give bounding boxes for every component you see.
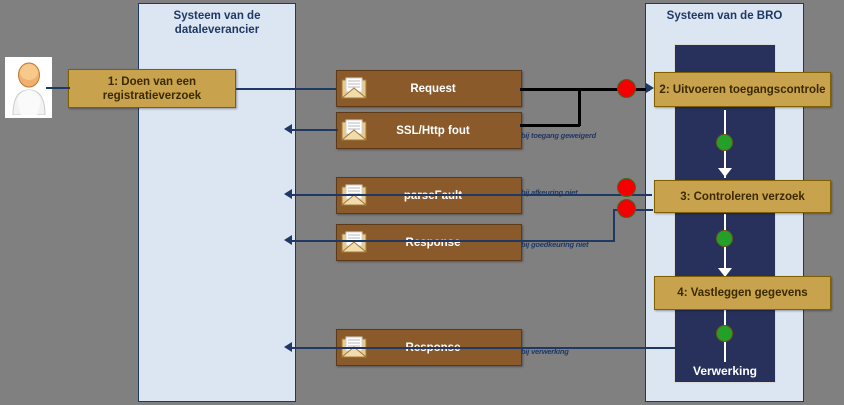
swimlane-dataleverancier-title-line1: Systeem van de — [173, 10, 261, 22]
message-ssl-http-fout[interactable]: SSL/Http fout — [336, 112, 522, 149]
message-request-1[interactable]: Request — [336, 70, 522, 107]
connector-actor-to-step1 — [46, 87, 70, 89]
flow-arrow-step3 — [718, 168, 732, 177]
connector-parsefault-line — [292, 194, 652, 196]
error-dot-goedkeuring — [617, 199, 636, 218]
arrow-parsefault-left — [284, 189, 292, 199]
message-response-1[interactable]: Response — [336, 224, 522, 261]
arrow-response2-left — [284, 342, 292, 352]
ok-dot-step2 — [716, 134, 733, 151]
ok-dot-step3 — [716, 230, 733, 247]
person-icon — [11, 62, 46, 115]
connector-request-to-step2-h — [520, 88, 650, 91]
swimlane-dataleverancier-title: Systeem van de dataleverancier — [138, 9, 296, 37]
actor-dataleverancier — [5, 57, 52, 118]
process-step-4[interactable]: 4: Vastleggen gegevens — [654, 276, 831, 310]
connector-arrow-to-step2 — [646, 83, 654, 93]
flow-arrow-step4 — [718, 268, 732, 277]
ok-dot-step4 — [716, 325, 733, 342]
process-step-2-label: 2: Uitvoeren toegangscontrole — [659, 83, 826, 96]
process-step-3[interactable]: 3: Controleren verzoek — [654, 180, 831, 213]
connector-step2-down-v — [578, 88, 581, 126]
condition-verwerking: bij verwerking — [521, 347, 569, 356]
arrow-ssl-fout-left — [284, 124, 292, 134]
connector-step1-to-request — [236, 88, 338, 90]
process-step-4-label: 4: Vastleggen gegevens — [677, 287, 808, 299]
condition-afkeur: bij afkeuring niet — [521, 188, 578, 197]
envelope-icon — [337, 178, 371, 213]
process-step-3-label: 3: Controleren verzoek — [680, 190, 805, 203]
arrow-response1-left — [284, 235, 292, 245]
message-ssl-http-fout-label: SSL/Http fout — [396, 124, 470, 137]
process-step-1[interactable]: 1: Doen van een registratieverzoek — [68, 69, 236, 108]
connector-ssl-fout-return — [292, 129, 338, 131]
connector-response2-line — [292, 347, 675, 349]
swimlane-bro-title-line1: Systeem van de BRO — [666, 10, 783, 22]
connector-response1-line — [292, 240, 615, 242]
verwerking-label: Verwerking — [692, 364, 758, 378]
swimlane-dataleverancier-title-line2: dataleverancier — [174, 24, 260, 36]
swimlane-dataleverancier — [138, 3, 296, 402]
message-request-1-label: Request — [410, 82, 456, 95]
process-step-1-text: 1: Doen van een registratieverzoek — [103, 75, 201, 103]
message-response-1-label: Response — [405, 236, 461, 249]
condition-goedkeuring: bij goedkeuring niet — [521, 240, 589, 249]
error-dot-afkeur — [617, 178, 636, 197]
envelope-icon — [337, 71, 371, 106]
connector-step2-fault-h — [520, 124, 580, 127]
envelope-icon — [337, 113, 371, 148]
error-dot-toegang — [617, 79, 636, 98]
swimlane-bro-title: Systeem van de BRO — [645, 9, 804, 23]
process-step-1-line2: registratieverzoek — [102, 89, 202, 102]
connector-response1-riser — [613, 210, 615, 241]
condition-toegang-geweigerd: bij toegang geweigerd — [521, 131, 596, 140]
process-step-2[interactable]: 2: Uitvoeren toegangscontrole — [654, 72, 831, 107]
process-step-1-line1: 1: Doen van een — [107, 75, 197, 88]
envelope-icon — [337, 225, 371, 260]
